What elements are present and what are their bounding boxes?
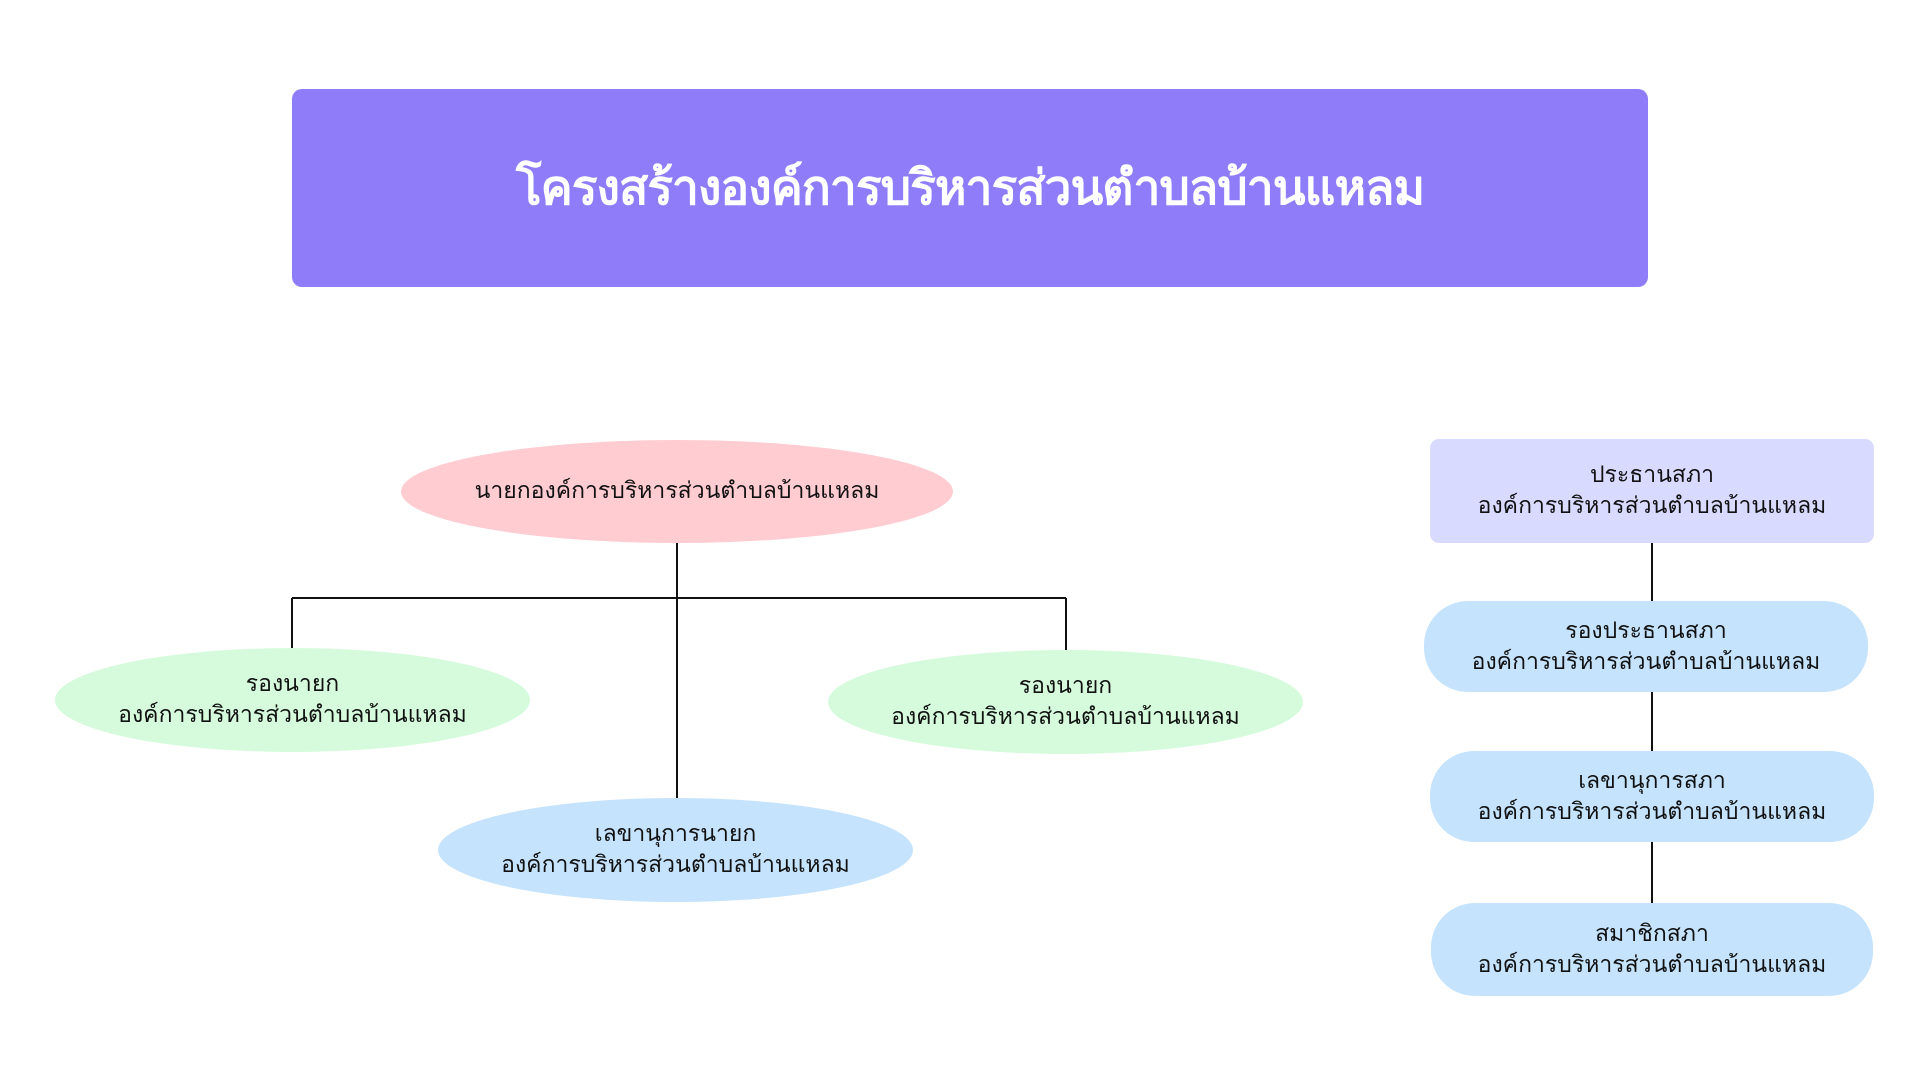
council-vice-president-node: รองประธานสภา องค์การบริหารส่วนตำบลบ้านแห… [1424,601,1868,692]
mayor-node: นายกองค์การบริหารส่วนตำบลบ้านแหลม [401,440,953,543]
council-secretary-title: เลขานุการสภา [1578,767,1726,794]
council-president-node: ประธานสภา องค์การบริหารส่วนตำบลบ้านแหลม [1430,439,1874,543]
mayor-secretary-title: เลขานุการนายก [594,821,757,847]
deputy-mayor-right-title: รองนายก [1018,673,1113,699]
deputy-mayor-left-title: รองนายก [245,671,340,697]
title-banner: โครงสร้างองค์การบริหารส่วนตำบลบ้านแหลม [292,89,1648,287]
mayor-secretary-node: เลขานุการนายก องค์การบริหารส่วนตำบลบ้านแ… [438,798,913,902]
deputy-mayor-left-node: รองนายก องค์การบริหารส่วนตำบลบ้านแหลม [55,648,530,752]
council-members-org: องค์การบริหารส่วนตำบลบ้านแหลม [1477,951,1827,978]
deputy-mayor-left-org: องค์การบริหารส่วนตำบลบ้านแหลม [118,702,467,728]
council-vice-president-title: รองประธานสภา [1565,617,1727,644]
council-president-org: องค์การบริหารส่วนตำบลบ้านแหลม [1477,493,1827,519]
council-secretary-org: องค์การบริหารส่วนตำบลบ้านแหลม [1477,798,1827,825]
page-title: โครงสร้างองค์การบริหารส่วนตำบลบ้านแหลม [515,160,1425,216]
council-secretary-node: เลขานุการสภา องค์การบริหารส่วนตำบลบ้านแห… [1430,751,1874,842]
mayor-secretary-org: องค์การบริหารส่วนตำบลบ้านแหลม [501,852,850,878]
council-members-node: สมาชิกสภา องค์การบริหารส่วนตำบลบ้านแหลม [1431,903,1873,996]
mayor-label: นายกองค์การบริหารส่วนตำบลบ้านแหลม [474,478,880,504]
deputy-mayor-right-node: รองนายก องค์การบริหารส่วนตำบลบ้านแหลม [828,650,1303,754]
council-members-title: สมาชิกสภา [1595,920,1709,947]
deputy-mayor-right-org: องค์การบริหารส่วนตำบลบ้านแหลม [891,704,1240,730]
council-vice-president-org: องค์การบริหารส่วนตำบลบ้านแหลม [1471,648,1821,675]
council-president-title: ประธานสภา [1589,462,1715,488]
